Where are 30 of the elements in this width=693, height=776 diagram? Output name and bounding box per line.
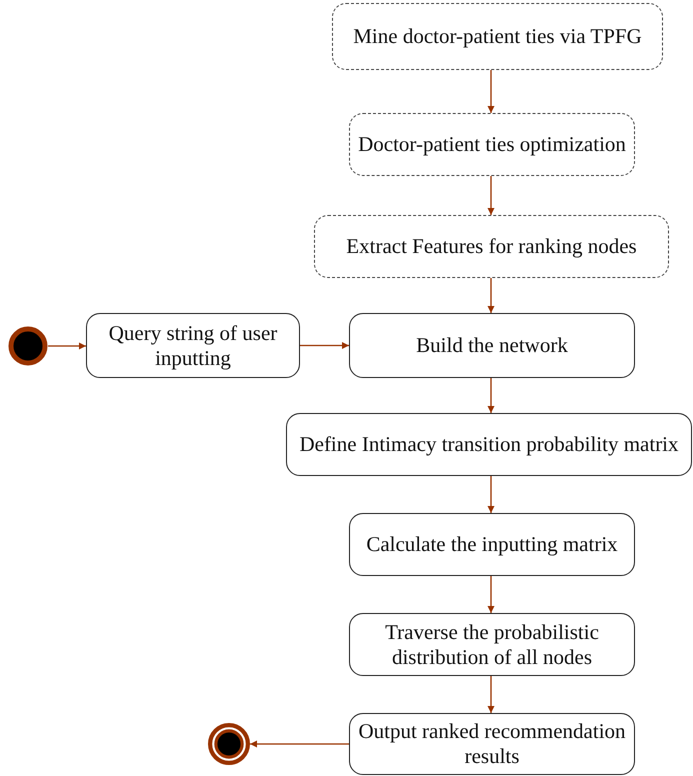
node-text: Traverse the probabilistic distribution of all nodes: [384, 620, 600, 670]
arrow: [488, 576, 494, 613]
process-box: [349, 713, 635, 775]
arrow: [250, 740, 349, 748]
arrow: [488, 676, 494, 713]
process-box: [286, 413, 692, 476]
process-box: [349, 513, 635, 576]
process-box: [314, 215, 669, 278]
node-text: Doctor-patient ties optimization: [358, 132, 626, 157]
process-box: [332, 3, 663, 70]
process-box: [349, 313, 635, 378]
process-box: [86, 313, 300, 378]
arrow: [488, 70, 494, 113]
initial-state-node: [8, 326, 48, 366]
arrow: [488, 378, 494, 413]
node-text: Build the network: [416, 333, 568, 358]
arrow: [488, 278, 494, 313]
node-text: Query string of user inputting: [108, 320, 278, 370]
node-text: Calculate the inputting matrix: [366, 532, 618, 557]
process-box: [349, 613, 635, 676]
arrow: [48, 342, 86, 350]
node-text: Mine doctor-patient ties via TPFG: [353, 24, 642, 49]
arrow: [300, 342, 349, 349]
arrow: [488, 176, 494, 215]
arrow: [488, 476, 494, 513]
node-text: Output ranked recommendation results: [357, 719, 627, 769]
final-state-node: [208, 723, 250, 765]
node-text: Extract Features for ranking nodes: [346, 234, 637, 259]
node-text: Define Intimacy transition probability matrix: [299, 432, 679, 457]
process-box: [349, 113, 635, 176]
